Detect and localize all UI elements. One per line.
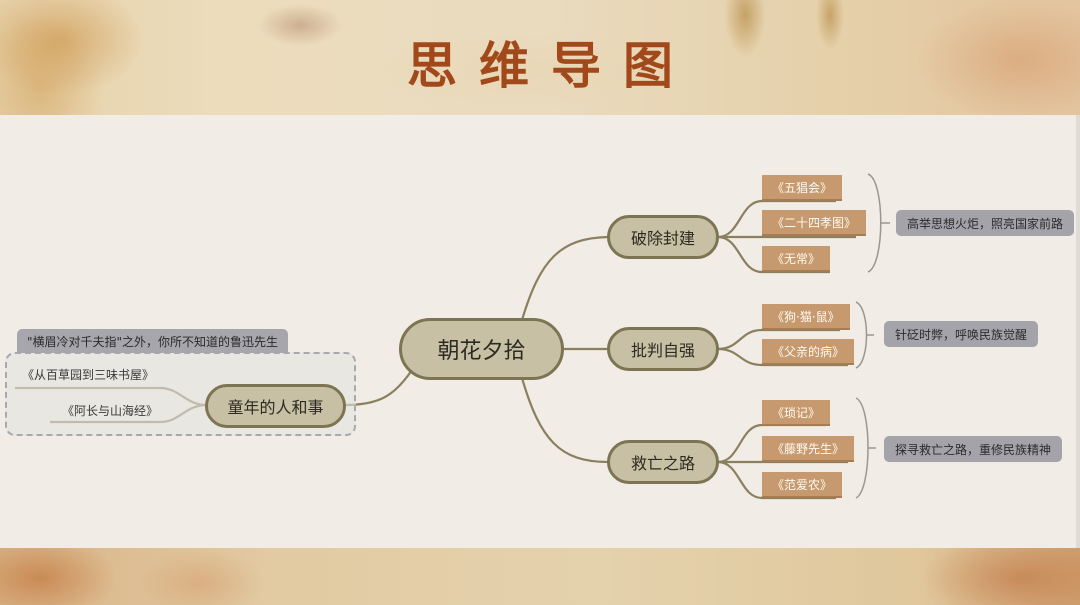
leaf-item[interactable]: 《琐记》 [762, 400, 831, 426]
footer-texture-band [0, 548, 1080, 605]
summary-label[interactable]: 高举思想火炬，照亮国家前路 [896, 210, 1075, 236]
leaf-item[interactable]: 《无常》 [762, 246, 831, 272]
topic-node-criticism[interactable]: 批判自强 [607, 327, 719, 371]
page-title: 思维导图 [407, 37, 695, 95]
topic-node-anti-feudal[interactable]: 破除封建 [607, 215, 719, 259]
leaf-item[interactable]: 《从百草园到三味书屋》 [22, 368, 155, 382]
topic-node-salvation[interactable]: 救亡之路 [607, 440, 719, 484]
topic-node-childhood[interactable]: 童年的人和事 [205, 384, 346, 428]
leaf-item[interactable]: 《父亲的病》 [762, 339, 855, 365]
boundary-label[interactable]: "横眉冷对千夫指"之外，你所不知道的鲁迅先生 [17, 329, 289, 353]
summary-label[interactable]: 探寻救亡之路，重修民族精神 [884, 436, 1063, 462]
leaf-item[interactable]: 《二十四孝图》 [762, 210, 867, 236]
leaf-item[interactable]: 《范爱农》 [762, 472, 843, 498]
leaf-item[interactable]: 《阿长与山海经》 [62, 404, 159, 418]
leaf-item[interactable]: 《藤野先生》 [762, 436, 855, 462]
root-node[interactable]: 朝花夕拾 [399, 318, 564, 380]
summary-label[interactable]: 针砭时弊，呼唤民族觉醒 [884, 321, 1039, 347]
header-texture-band [0, 0, 1080, 115]
leaf-item[interactable]: 《五猖会》 [762, 175, 843, 201]
leaf-item[interactable]: 《狗·猫·鼠》 [762, 304, 850, 330]
